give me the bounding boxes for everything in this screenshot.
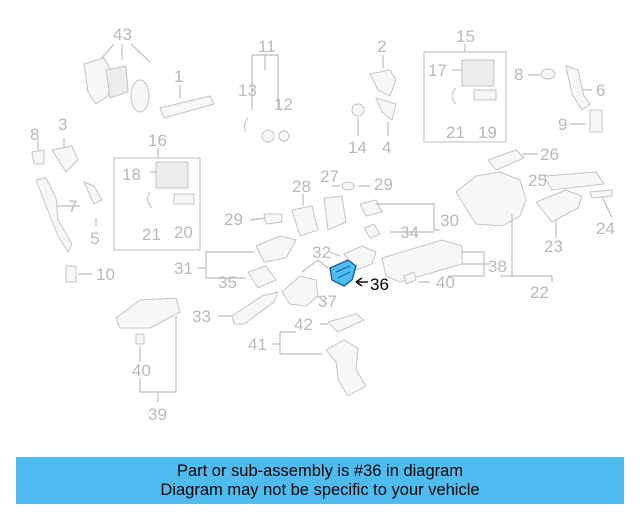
svg-text:34: 34	[400, 223, 419, 242]
part-38-group	[381, 239, 490, 285]
part-22-group	[455, 149, 613, 282]
svg-text:20: 20	[174, 223, 193, 242]
svg-text:32: 32	[312, 243, 331, 262]
svg-text:23: 23	[544, 237, 563, 256]
part-1	[159, 85, 215, 119]
svg-text:28: 28	[292, 177, 311, 196]
svg-text:38: 38	[488, 257, 507, 276]
part-43-group	[83, 43, 151, 113]
svg-text:27: 27	[320, 167, 339, 186]
svg-text:17: 17	[428, 61, 447, 80]
svg-text:42: 42	[294, 315, 313, 334]
part-41-group	[272, 313, 367, 397]
svg-text:39: 39	[148, 405, 167, 424]
part-7-group	[31, 138, 103, 283]
svg-text:8: 8	[30, 125, 39, 144]
svg-text:5: 5	[90, 229, 99, 248]
part-6-9-group	[528, 65, 603, 133]
svg-text:18: 18	[122, 165, 141, 184]
box-15	[423, 44, 507, 143]
svg-text:4: 4	[382, 138, 391, 157]
part-30-group	[249, 181, 440, 239]
box-16	[113, 148, 201, 251]
svg-text:8: 8	[514, 65, 523, 84]
svg-text:3: 3	[58, 115, 67, 134]
svg-text:37: 37	[318, 292, 337, 311]
info-banner: Part or sub-assembly is #36 in diagram D…	[16, 457, 624, 504]
part-31-group	[198, 235, 377, 307]
callout-labels: 43 1 11 13 12 2 15 17 21 19 8 6 9 8 3 7 …	[30, 25, 615, 424]
svg-text:30: 30	[440, 211, 459, 230]
svg-text:22: 22	[530, 283, 549, 302]
svg-text:40: 40	[132, 361, 151, 380]
svg-text:21: 21	[142, 225, 161, 244]
svg-text:40: 40	[436, 273, 455, 292]
svg-text:21: 21	[446, 123, 465, 142]
banner-line-1: Part or sub-assembly is #36 in diagram	[176, 462, 464, 480]
part-36-highlighted[interactable]	[329, 259, 368, 287]
banner-line-2: Diagram may not be specific to your vehi…	[160, 481, 480, 499]
svg-text:33: 33	[192, 307, 211, 326]
svg-text:13: 13	[238, 81, 257, 100]
svg-text:41: 41	[248, 335, 267, 354]
svg-text:11: 11	[258, 37, 276, 56]
svg-text:12: 12	[274, 95, 293, 114]
svg-text:29: 29	[374, 175, 393, 194]
svg-text:15: 15	[456, 27, 475, 46]
svg-text:16: 16	[148, 131, 167, 150]
part-39-group	[115, 297, 181, 402]
part-33	[218, 291, 279, 325]
callout-36: 36	[370, 275, 389, 294]
svg-text:35: 35	[218, 273, 237, 292]
svg-text:19: 19	[478, 123, 497, 142]
svg-text:7: 7	[68, 197, 77, 216]
svg-text:31: 31	[174, 259, 193, 278]
svg-text:6: 6	[596, 81, 605, 100]
svg-text:26: 26	[540, 145, 559, 164]
svg-text:25: 25	[528, 171, 547, 190]
parts-diagram: 43 1 11 13 12 2 15 17 21 19 8 6 9 8 3 7 …	[30, 25, 615, 424]
part-2-group	[351, 55, 397, 136]
svg-text:1: 1	[174, 67, 183, 86]
svg-text:2: 2	[377, 37, 386, 56]
svg-text:14: 14	[348, 138, 367, 157]
svg-text:43: 43	[113, 25, 132, 44]
svg-text:9: 9	[558, 115, 567, 134]
svg-text:24: 24	[596, 219, 615, 238]
part-11-group	[243, 54, 290, 143]
svg-text:29: 29	[224, 210, 243, 229]
svg-text:10: 10	[96, 265, 115, 284]
